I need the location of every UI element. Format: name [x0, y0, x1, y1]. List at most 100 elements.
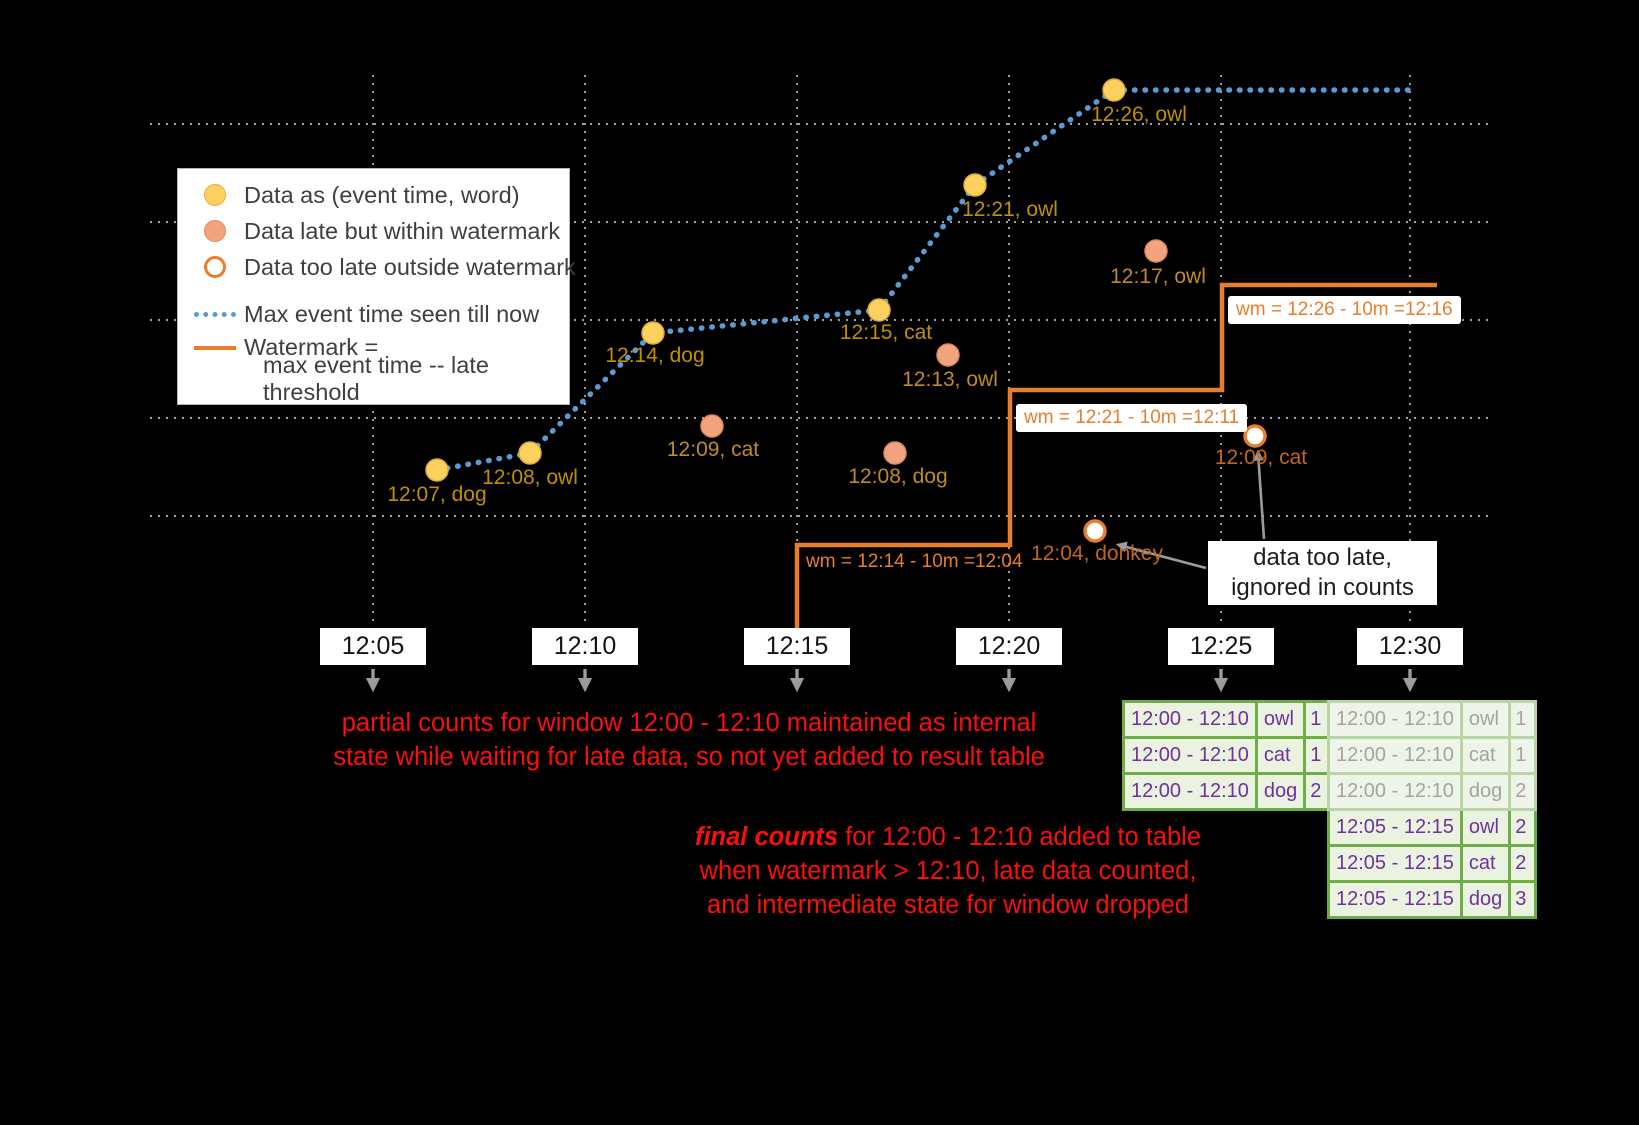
watermark-line: [794, 282, 1437, 629]
legend-label: Data late but within watermark: [244, 217, 561, 244]
watermark-value-2: wm = 12:21 - 10m =12:11: [1016, 404, 1248, 432]
max-event-line-icon: [192, 312, 238, 317]
table-row: 12:05 - 12:15 dog 3: [1327, 880, 1538, 919]
count-cell: 2: [1508, 808, 1538, 847]
note-line: partial counts for window 12:00 - 12:10 …: [341, 709, 1037, 737]
table-row: 12:00 - 12:10 cat 1: [1122, 736, 1333, 775]
watermark-value-1: wm = 12:14 - 10m =12:04: [806, 551, 1023, 572]
legend: Data as (event time, word) Data late but…: [177, 168, 576, 405]
word-cell: owl: [1254, 700, 1307, 739]
window-cell: 12:00 - 12:10: [1122, 700, 1258, 739]
word-cell: owl: [1459, 700, 1512, 739]
result-table-12-30: 12:00 - 12:10 owl 1 12:00 - 12:10 cat 1 …: [1327, 700, 1538, 919]
data-point-late: [700, 414, 724, 438]
legend-item-max-event-time: Max event time seen till now: [178, 298, 569, 331]
note-line: ignored in counts: [1231, 574, 1414, 601]
note-pointer-arrow: [1115, 541, 1207, 570]
note-pointer-arrow: [1253, 449, 1266, 540]
count-cell: 2: [1508, 772, 1538, 811]
legend-label-watermark-formula: max event time -- late threshold: [263, 352, 489, 405]
data-point-on-time: [963, 173, 987, 197]
final-counts-emphasis: final counts: [694, 823, 839, 851]
window-cell: 12:05 - 12:15: [1327, 844, 1463, 883]
window-cell: 12:00 - 12:10: [1327, 772, 1463, 811]
table-row: 12:00 - 12:10 owl 1: [1122, 700, 1333, 739]
note-line-rest: for 12:00 - 12:10 added to table: [838, 823, 1202, 851]
point-label: 12:08, owl: [482, 466, 578, 489]
point-label: 12:15, cat: [839, 321, 933, 344]
count-cell: 3: [1508, 880, 1538, 919]
point-label: 12:14, dog: [605, 344, 705, 367]
result-table-12-25: 12:00 - 12:10 owl 1 12:00 - 12:10 cat 1 …: [1122, 700, 1333, 811]
point-label: 12:08, dog: [848, 465, 948, 488]
axis-tick-12-30: 12:30: [1357, 628, 1463, 665]
data-point-on-time: [518, 441, 542, 465]
late-dot-icon: [192, 220, 238, 242]
window-cell: 12:00 - 12:10: [1122, 772, 1258, 811]
table-row: 12:05 - 12:15 owl 2: [1327, 808, 1538, 847]
legend-spacer: [178, 285, 569, 298]
word-cell: dog: [1459, 880, 1512, 919]
data-point-on-time: [425, 458, 449, 482]
point-label: 12:09, cat: [1214, 446, 1308, 469]
note-line: final counts for 12:00 - 12:10 added to …: [695, 820, 1201, 854]
point-label: 12:17, owl: [1110, 265, 1206, 288]
table-row: 12:00 - 12:10 dog 2: [1122, 772, 1333, 811]
partial-counts-note: partial counts for window 12:00 - 12:10 …: [333, 706, 1045, 774]
window-cell: 12:00 - 12:10: [1327, 700, 1463, 739]
axis-tick-12-15: 12:15: [744, 628, 850, 665]
point-label: 12:26, owl: [1091, 103, 1187, 126]
count-cell: 1: [1508, 700, 1538, 739]
point-label: 12:13, owl: [902, 368, 998, 391]
word-cell: dog: [1459, 772, 1512, 811]
legend-label: Data too late outside watermark: [244, 253, 576, 280]
table-row: 12:05 - 12:15 cat 2: [1327, 844, 1538, 883]
table-row: 12:00 - 12:10 owl 1: [1327, 700, 1538, 739]
data-point-late: [1144, 239, 1168, 263]
watermark-line-icon: [192, 345, 238, 350]
count-cell: 1: [1508, 736, 1538, 775]
legend-label: Watermark =: [244, 334, 379, 360]
table-row: 12:00 - 12:10 dog 2: [1327, 772, 1538, 811]
point-label: 12:21, owl: [962, 198, 1058, 221]
window-cell: 12:05 - 12:15: [1327, 808, 1463, 847]
note-line: when watermark > 12:10, late data counte…: [699, 857, 1197, 885]
axis-tick-12-20: 12:20: [956, 628, 1062, 665]
word-cell: cat: [1254, 736, 1307, 775]
count-cell: 2: [1508, 844, 1538, 883]
table-row: 12:00 - 12:10 cat 1: [1327, 736, 1538, 775]
legend-label: Data as (event time, word): [244, 181, 520, 208]
window-cell: 12:05 - 12:15: [1327, 880, 1463, 919]
point-label: 12:09, cat: [666, 438, 760, 461]
axis-tick-12-05: 12:05: [320, 628, 426, 665]
word-cell: cat: [1459, 736, 1512, 775]
legend-item-watermark: Watermark =: [178, 331, 569, 364]
legend-item-too-late: Data too late outside watermark: [178, 249, 576, 285]
too-late-ring-icon: [192, 256, 238, 278]
watermark-value-3: wm = 12:26 - 10m =12:16: [1228, 296, 1461, 324]
point-label: 12:07, dog: [387, 483, 487, 506]
word-cell: dog: [1254, 772, 1307, 811]
legend-item-late: Data late but within watermark: [178, 213, 569, 249]
note-line: data too late,: [1253, 544, 1392, 571]
axis-tick-12-10: 12:10: [532, 628, 638, 665]
window-cell: 12:00 - 12:10: [1327, 736, 1463, 775]
too-late-note: data too late, ignored in counts: [1208, 541, 1437, 605]
window-cell: 12:00 - 12:10: [1122, 736, 1258, 775]
word-cell: owl: [1459, 808, 1512, 847]
data-point-on-time: [641, 321, 665, 345]
data-point-too-late: [1083, 519, 1107, 543]
final-counts-note: final counts for 12:00 - 12:10 added to …: [695, 820, 1201, 922]
data-point-too-late: [1243, 424, 1267, 448]
note-line: and intermediate state for window droppe…: [707, 891, 1189, 919]
legend-label: Max event time seen till now: [244, 301, 540, 327]
data-point-on-time: [867, 298, 891, 322]
point-label: 12:04, donkey: [1031, 542, 1163, 565]
axis-tick-12-25: 12:25: [1168, 628, 1274, 665]
note-line: state while waiting for late data, so no…: [333, 743, 1045, 771]
data-point-late: [936, 343, 960, 367]
max-event-time-line: [434, 87, 1418, 473]
word-cell: cat: [1459, 844, 1512, 883]
